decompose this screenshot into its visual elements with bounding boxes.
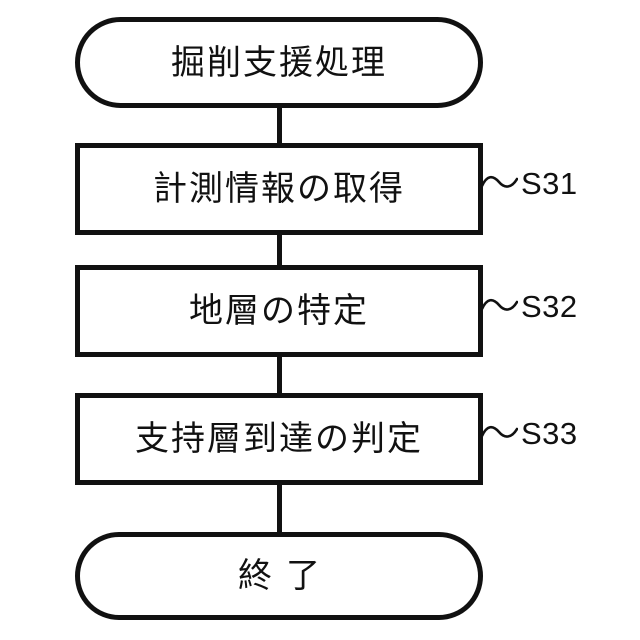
squiggle-connector-icon — [481, 175, 518, 188]
squiggle-connector-icon — [481, 298, 518, 311]
connector-s32-to-s33 — [277, 357, 282, 393]
flow-node-end-label: 終了 — [238, 557, 334, 595]
connector-start-to-s31 — [277, 108, 282, 143]
flow-node-s31-label: 計測情報の取得 — [153, 170, 405, 208]
flow-node-s33-label: 支持層到達の判定 — [135, 420, 423, 458]
step-label-s32: S32 — [521, 288, 578, 324]
step-label-s33: S33 — [521, 415, 578, 451]
flow-node-s33: 支持層到達の判定 — [75, 393, 483, 485]
step-ref-s32: S32 — [481, 286, 578, 326]
squiggle-connector-icon — [481, 425, 518, 438]
step-ref-s33: S33 — [481, 413, 578, 453]
flow-node-start-label: 掘削支援処理 — [171, 43, 387, 82]
flow-node-end: 終了 — [75, 532, 483, 620]
flow-node-s31: 計測情報の取得 — [75, 143, 483, 235]
flow-node-s32: 地層の特定 — [75, 265, 483, 357]
connector-s33-to-end — [277, 485, 282, 532]
connector-s31-to-s32 — [277, 235, 282, 265]
flow-node-start: 掘削支援処理 — [75, 17, 483, 108]
flow-node-s32-label: 地層の特定 — [189, 292, 369, 330]
step-label-s31: S31 — [521, 165, 578, 201]
step-ref-s31: S31 — [481, 163, 578, 203]
